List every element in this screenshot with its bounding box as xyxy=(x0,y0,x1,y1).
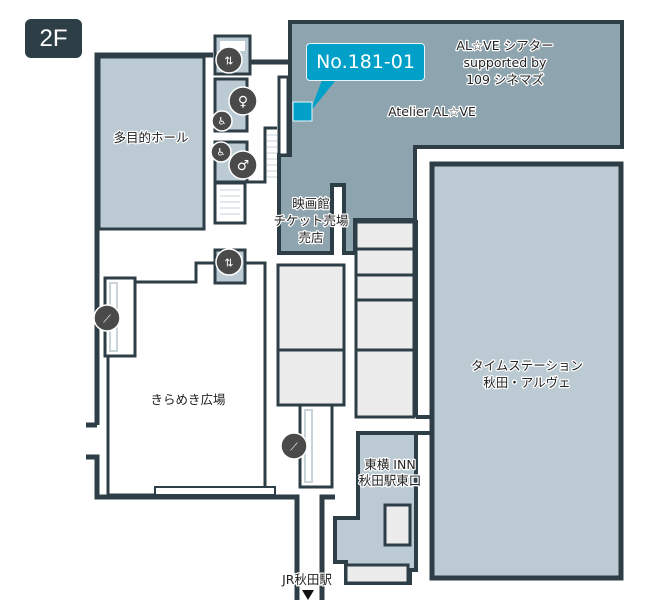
theater-corridor xyxy=(277,75,290,157)
stairs-top xyxy=(220,41,245,51)
marker-pointer xyxy=(310,80,336,112)
elevator-icon: ⇅ xyxy=(215,248,243,276)
label-ticket-3: 売店 xyxy=(298,230,323,245)
label-multipurpose-hall: 多目的ホール xyxy=(113,130,188,145)
label-ticket-1: 映画館 xyxy=(292,196,330,211)
marker-label[interactable]: No.181-01 xyxy=(306,43,425,81)
wheelchair-icon: ♿ xyxy=(210,141,232,163)
label-inn-1: 東横 INN xyxy=(364,457,415,472)
label-atelier: Atelier AL☆VE xyxy=(388,104,476,119)
elevator-icon: ⇅ xyxy=(215,46,243,74)
svg-text:♂: ♂ xyxy=(237,158,250,174)
shops-right[interactable] xyxy=(354,220,416,419)
label-time-station-1: タイムステーション xyxy=(471,358,583,373)
shops-middle[interactable] xyxy=(276,263,346,407)
floor-badge: 2F xyxy=(25,19,82,58)
label-ticket-2: チケット売場 xyxy=(273,213,348,228)
svg-text:⟋: ⟋ xyxy=(103,313,111,326)
label-inn-2: 秋田駅東口 xyxy=(359,473,422,488)
stairs-left xyxy=(213,181,247,225)
restroom-female-icon: ♀ xyxy=(228,86,258,116)
time-station[interactable] xyxy=(429,161,624,581)
label-time-station-2: 秋田・アルヴェ xyxy=(483,375,570,390)
wheelchair-icon: ♿ xyxy=(211,110,233,132)
multipurpose-hall[interactable] xyxy=(97,55,206,231)
label-plaza: きらめき広場 xyxy=(150,392,225,407)
svg-text:♀: ♀ xyxy=(238,94,248,110)
arrow-down-icon xyxy=(302,590,314,600)
svg-text:⟋: ⟋ xyxy=(290,441,298,454)
label-theater-2: supported by xyxy=(464,55,548,70)
svg-text:♿: ♿ xyxy=(218,117,227,128)
location-marker[interactable] xyxy=(292,101,313,122)
stairs-lines xyxy=(220,134,277,215)
restroom-male-icon: ♂ xyxy=(228,150,258,180)
escalator-icon: ⟋ xyxy=(280,432,308,460)
label-jr-station: JR秋田駅 xyxy=(281,572,332,587)
label-theater-1: AL☆VE シアター xyxy=(456,38,553,53)
svg-text:⇅: ⇅ xyxy=(224,55,233,68)
svg-text:⇅: ⇅ xyxy=(224,257,233,270)
label-theater-3: 109 シネマズ xyxy=(466,72,544,87)
svg-text:♿: ♿ xyxy=(217,148,226,159)
walls xyxy=(86,52,335,600)
escalator-icon: ⟋ xyxy=(93,304,121,332)
